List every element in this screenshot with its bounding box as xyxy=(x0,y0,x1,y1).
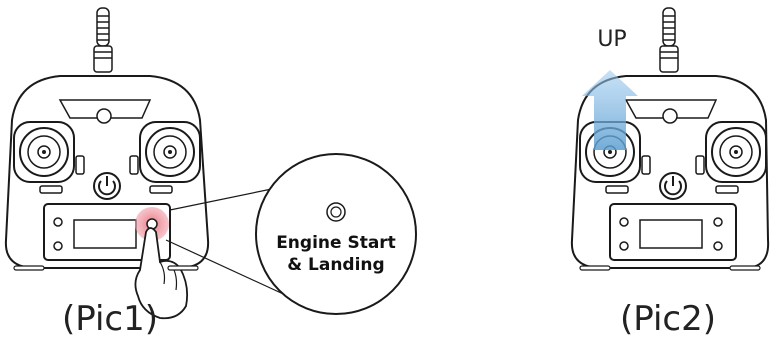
right-stick xyxy=(139,121,201,183)
power-icon xyxy=(93,172,121,200)
right-bottom-trim xyxy=(149,185,173,194)
left-top-button xyxy=(53,217,63,227)
up-label: UP xyxy=(597,27,626,52)
left-bottom-trim xyxy=(39,185,63,194)
caption-pic1: (Pic1) xyxy=(62,299,158,339)
antenna-icon xyxy=(93,7,113,73)
lcd-screen xyxy=(639,219,703,249)
antenna-icon xyxy=(659,7,679,73)
left-trim xyxy=(75,155,85,175)
up-arrow-icon xyxy=(582,70,638,150)
right-stick xyxy=(705,121,767,183)
lcd-screen xyxy=(73,219,137,249)
left-stick xyxy=(13,121,75,183)
left-bottom-button xyxy=(53,241,63,251)
center-screw xyxy=(96,108,112,124)
power-icon xyxy=(659,172,687,200)
controller-pic1 xyxy=(4,7,210,320)
zoom-label-line2: & Landing xyxy=(287,255,384,275)
left-trim xyxy=(641,155,651,175)
zoom-label-line1: Engine Start xyxy=(276,233,396,253)
center-screw xyxy=(662,108,678,124)
right-trim xyxy=(695,155,705,175)
right-bottom-trim xyxy=(715,185,739,194)
controller-pic2 xyxy=(570,7,770,271)
right-trim xyxy=(129,155,139,175)
caption-pic2: (Pic2) xyxy=(620,299,716,339)
zoom-callout: Engine Start & Landing xyxy=(255,153,417,315)
hand-icon xyxy=(134,227,189,320)
left-bottom-trim xyxy=(605,185,629,194)
